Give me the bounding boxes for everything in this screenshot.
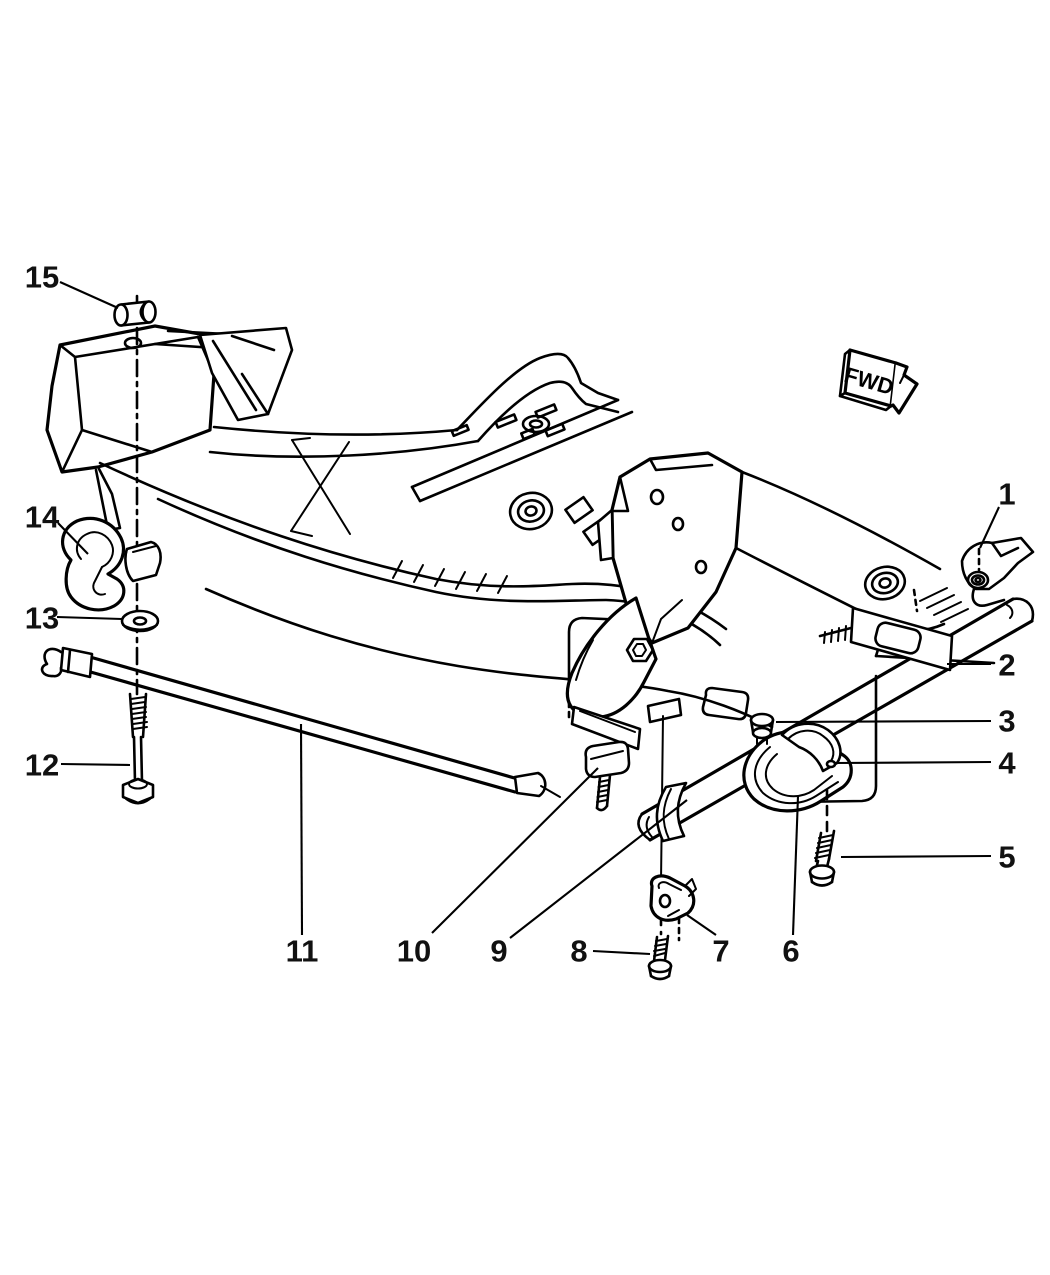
callout-8[interactable]: 8 <box>570 934 651 969</box>
callout-10[interactable]: 10 <box>397 767 599 969</box>
callout-number[interactable]: 9 <box>490 934 507 969</box>
callout-number[interactable]: 1 <box>998 477 1015 512</box>
retainer-nut <box>749 712 775 745</box>
mount-bushing-left <box>508 491 554 531</box>
callout-leader-line <box>299 723 304 936</box>
right-horn <box>960 536 1035 607</box>
callout-leader-line <box>840 854 992 859</box>
callout-number[interactable]: 3 <box>998 704 1015 739</box>
upper-bracket <box>198 326 294 422</box>
callout-14[interactable]: 14 <box>25 500 89 555</box>
callout-number[interactable]: 15 <box>25 260 59 295</box>
callout-leader-line <box>686 914 717 936</box>
callout-4[interactable]: 4 <box>834 746 1016 781</box>
callout-leader-line <box>56 615 123 621</box>
bushing-part-1 <box>966 570 990 590</box>
callout-number[interactable]: 12 <box>25 748 59 783</box>
callout-number[interactable]: 6 <box>782 934 799 969</box>
callout-3[interactable]: 3 <box>775 704 1016 739</box>
retainer-bolt-5 <box>808 788 836 887</box>
center-bracket <box>596 451 744 645</box>
callout-number[interactable]: 10 <box>397 934 431 969</box>
bar-clamp-15 <box>113 300 157 327</box>
callout-number[interactable]: 7 <box>712 934 729 969</box>
callout-leader-line <box>509 799 688 939</box>
callout-9[interactable]: 9 <box>490 799 688 969</box>
callout-5[interactable]: 5 <box>840 840 1016 875</box>
callout-leader-line <box>60 762 131 767</box>
sway-bar-bushing <box>655 781 688 843</box>
callout-13[interactable]: 13 <box>25 601 123 636</box>
callout-11[interactable]: 11 <box>286 723 319 969</box>
upper-rail <box>208 352 620 458</box>
callout-number[interactable]: 14 <box>25 500 60 535</box>
callout-2[interactable]: 2 <box>947 648 1016 683</box>
callout-1[interactable]: 1 <box>979 477 1016 549</box>
callout-leader-line <box>775 719 992 724</box>
torsion-bar-right <box>637 597 1035 842</box>
clamp-bolt-8 <box>647 934 673 981</box>
callout-leader-line <box>791 795 800 936</box>
right-rail <box>734 470 996 672</box>
callout-leader-line <box>59 281 119 309</box>
callout-7[interactable]: 7 <box>686 914 730 969</box>
anchor-bolt-12 <box>121 692 155 805</box>
fwd-arrow: FWD <box>838 348 919 415</box>
torsion-anchor <box>565 596 683 812</box>
callout-number[interactable]: 11 <box>286 934 319 969</box>
callout-leader-line <box>834 760 992 765</box>
callout-leader-line <box>592 949 651 956</box>
clamp-7 <box>649 874 697 942</box>
callout-number[interactable]: 2 <box>998 648 1015 683</box>
callout-leader-line <box>979 506 1000 549</box>
callout-number[interactable]: 8 <box>570 934 587 969</box>
callout-15[interactable]: 15 <box>25 260 119 309</box>
crossmember-plate <box>410 398 634 503</box>
callout-leader-line <box>431 767 599 934</box>
callout-12[interactable]: 12 <box>25 748 131 783</box>
retainer-14 <box>61 516 162 612</box>
callout-number[interactable]: 13 <box>25 601 59 636</box>
callout-number[interactable]: 4 <box>998 746 1016 781</box>
callout-6[interactable]: 6 <box>782 795 800 969</box>
washer-13 <box>120 609 160 633</box>
callout-number[interactable]: 5 <box>998 840 1015 875</box>
callout-leader-line <box>57 522 89 555</box>
frame-assembly-art <box>40 294 1035 981</box>
bushing-retainer <box>742 722 853 813</box>
